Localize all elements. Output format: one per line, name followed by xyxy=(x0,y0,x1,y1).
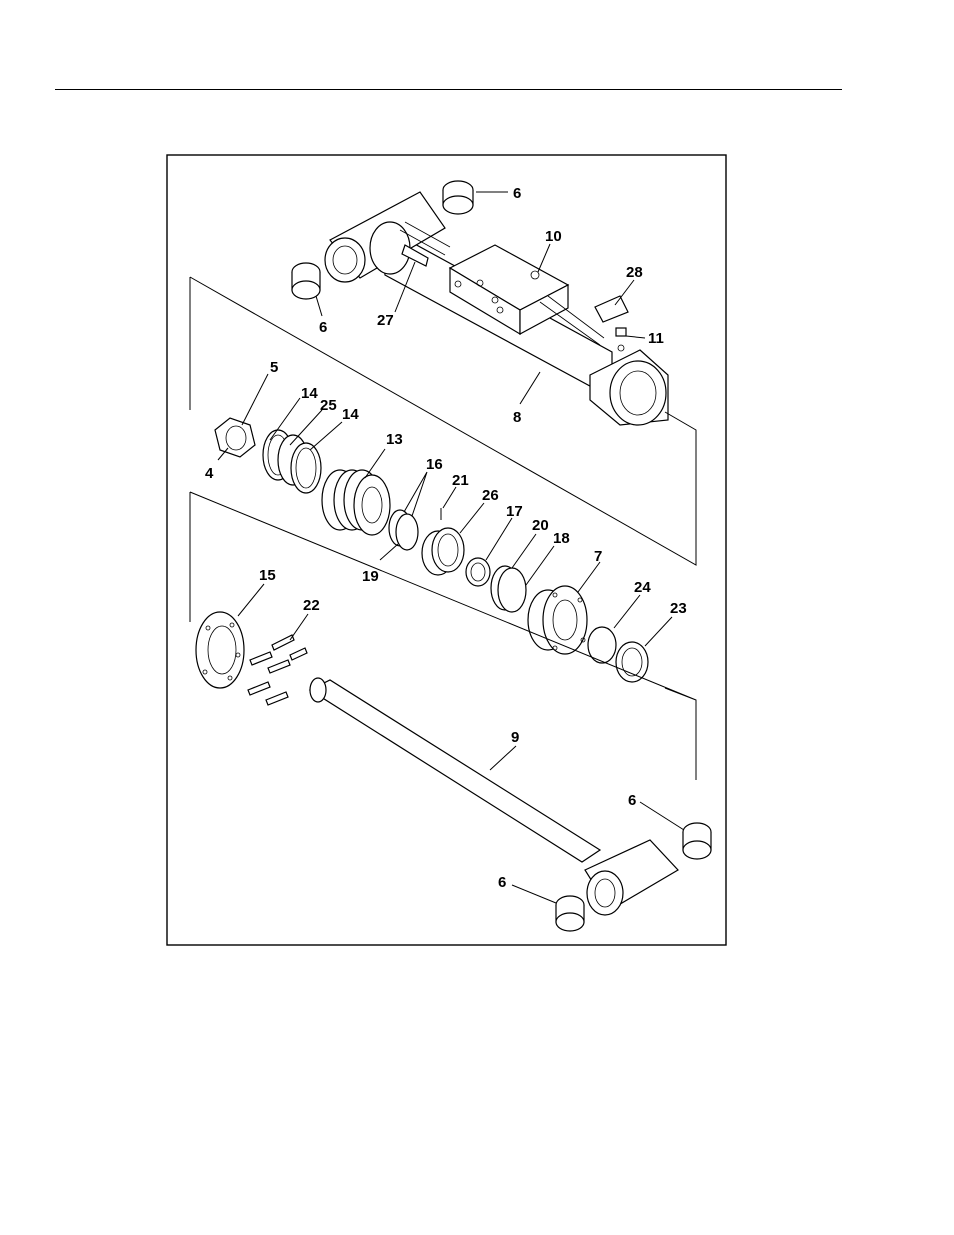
callout-6: 6 xyxy=(498,874,506,891)
callout-27: 27 xyxy=(377,312,394,329)
seal-18 xyxy=(498,568,526,612)
callout-19: 19 xyxy=(362,568,379,585)
callout-6: 6 xyxy=(513,185,521,202)
bushing xyxy=(466,558,490,586)
callout-5: 5 xyxy=(270,359,278,376)
cap-screws xyxy=(248,635,307,705)
callout-25: 25 xyxy=(320,397,337,414)
cylinder-head xyxy=(528,586,587,654)
lock-nut xyxy=(215,418,255,457)
callout-7: 7 xyxy=(594,548,602,565)
gasket-plate xyxy=(196,612,244,688)
wear-ring-b xyxy=(291,443,321,493)
callout-11: 11 xyxy=(648,330,664,347)
pin-bushing-upper-left xyxy=(292,263,320,299)
callout-14: 14 xyxy=(301,385,318,402)
callout-15: 15 xyxy=(259,567,276,584)
callout-17: 17 xyxy=(506,503,523,520)
callout-9: 9 xyxy=(511,729,519,746)
callout-24: 24 xyxy=(634,579,651,596)
callout-26: 26 xyxy=(482,487,499,504)
o-ring-b xyxy=(396,514,418,550)
callout-20: 20 xyxy=(532,517,549,534)
callout-8: 8 xyxy=(513,409,521,426)
callout-6: 6 xyxy=(319,319,327,336)
pin-bushing-lower-right xyxy=(683,823,711,859)
callout-6: 6 xyxy=(628,792,636,809)
callout-16: 16 xyxy=(426,456,443,473)
piston-rod xyxy=(310,678,678,915)
callout-23: 23 xyxy=(670,600,687,617)
callout-4: 4 xyxy=(205,465,214,482)
callout-13: 13 xyxy=(386,431,403,448)
callout-28: 28 xyxy=(626,264,643,281)
pin-bushing-upper-right xyxy=(443,181,473,214)
piston xyxy=(322,470,390,535)
spacer-collar xyxy=(422,528,464,575)
pin-bushing-lower-left xyxy=(556,896,584,931)
callout-18: 18 xyxy=(553,530,570,547)
callout-10: 10 xyxy=(545,228,562,245)
callout-21: 21 xyxy=(452,472,469,489)
callout-22: 22 xyxy=(303,597,320,614)
callout-14: 14 xyxy=(342,406,359,423)
cylinder-barrel xyxy=(325,192,668,425)
